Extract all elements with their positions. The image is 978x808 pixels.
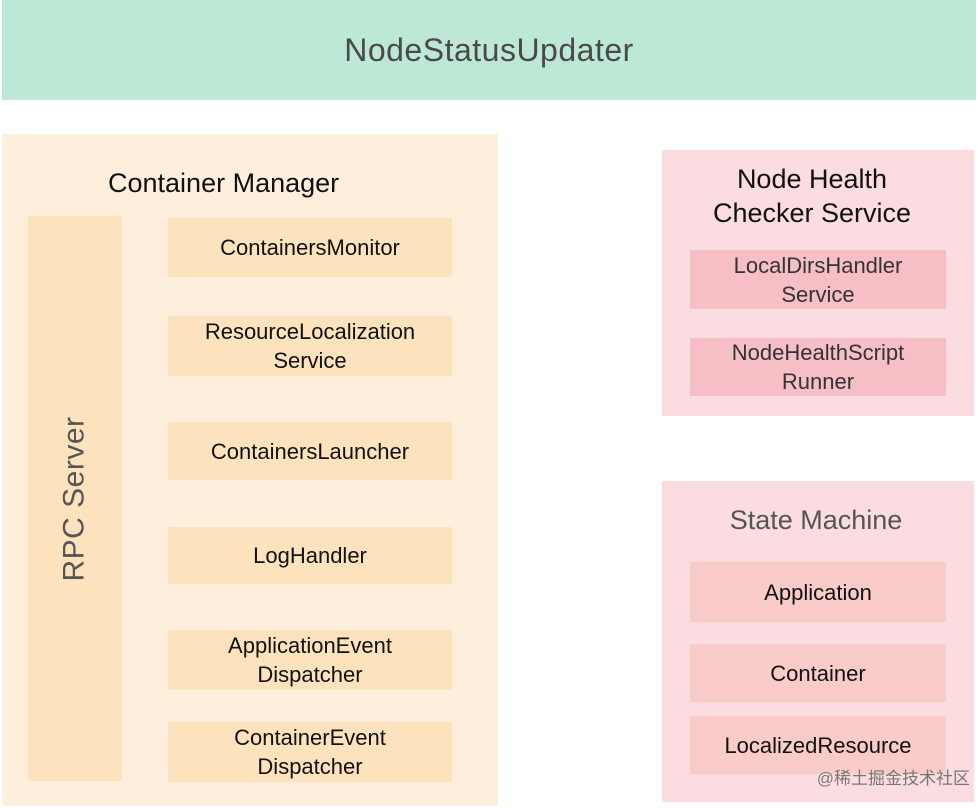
node-health-script-runner-box: NodeHealthScript Runner [690, 338, 946, 396]
resource-localization-service-box: ResourceLocalization Service [168, 316, 452, 376]
log-handler-box: LogHandler [168, 527, 452, 584]
local-dirs-handler-service-box: LocalDirsHandler Service [690, 250, 946, 309]
container-state-box: Container [690, 644, 946, 702]
state-machine-title: State Machine [729, 504, 903, 535]
node-status-updater-label: NodeStatusUpdater [344, 31, 634, 68]
localized-resource-state-box: LocalizedResource [690, 716, 946, 774]
node-health-checker-title: Node Health Checker Service [712, 164, 912, 228]
node-status-updater-bar: NodeStatusUpdater [2, 0, 976, 100]
containers-monitor-box: ContainersMonitor [168, 218, 452, 277]
watermark-text: @稀土掘金技术社区 [816, 768, 970, 788]
application-event-dispatcher-box: ApplicationEvent Dispatcher [168, 630, 452, 690]
container-event-dispatcher-box: ContainerEvent Dispatcher [168, 722, 452, 782]
rpc-server-bar: RPC Server [28, 216, 122, 781]
rpc-server-label: RPC Server [58, 415, 92, 582]
container-manager-title: Container Manager [108, 167, 340, 198]
application-state-box: Application [690, 562, 946, 622]
containers-launcher-box: ContainersLauncher [168, 422, 452, 480]
